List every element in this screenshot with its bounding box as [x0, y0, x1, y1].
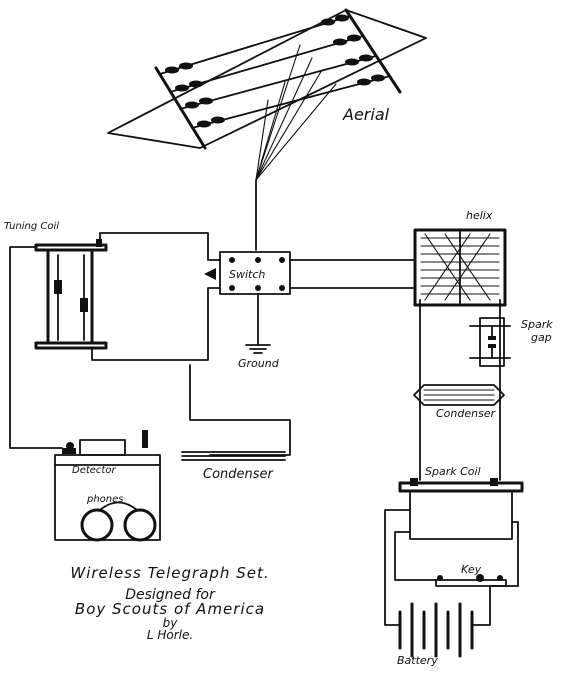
receiver-condenser: Condenser — [181, 451, 286, 482]
ground-label: Ground — [238, 357, 280, 370]
key-label: Key — [461, 563, 482, 576]
key: Key — [435, 563, 507, 587]
primary-wiring — [384, 509, 519, 626]
battery: Battery — [397, 602, 474, 667]
detector: Detector — [54, 430, 161, 541]
spark-coil: Spark Coil — [398, 465, 524, 540]
spark-gap-label-1: Spark — [521, 318, 553, 331]
tuning-coil: Tuning Coil — [4, 221, 108, 350]
caption-designed-for: Designed for — [125, 587, 215, 603]
helix-label: helix — [466, 209, 493, 222]
transmitter-wiring — [289, 259, 501, 481]
caption-author: L Horle. — [146, 628, 194, 642]
phones: phones — [80, 494, 157, 542]
tuning-coil-label: Tuning Coil — [4, 221, 59, 232]
helix: helix — [413, 209, 507, 307]
aerial-label: Aerial — [342, 105, 390, 124]
caption-by: by — [162, 616, 178, 630]
transmitter-condenser-label: Condenser — [436, 407, 497, 420]
ground: Ground — [238, 293, 280, 370]
spark-gap: Spark gap — [469, 317, 553, 367]
aerial: Aerial — [107, 8, 427, 251]
spark-coil-label: Spark Coil — [425, 465, 481, 478]
receiver-condenser-label: Condenser — [203, 467, 275, 482]
caption-organization: Boy Scouts of America — [74, 600, 266, 618]
caption-title: Wireless Telegraph Set. — [70, 564, 270, 582]
battery-label: Battery — [397, 654, 438, 667]
phones-label: phones — [86, 494, 124, 505]
switch: Switch — [204, 251, 291, 295]
receiver-wiring — [9, 232, 291, 456]
detector-label: Detector — [72, 465, 116, 476]
spark-gap-label-2: gap — [531, 331, 552, 344]
switch-label: Switch — [229, 268, 265, 281]
transmitter-condenser: Condenser — [413, 384, 505, 420]
caption: Wireless Telegraph Set. Designed for Boy… — [40, 564, 300, 642]
